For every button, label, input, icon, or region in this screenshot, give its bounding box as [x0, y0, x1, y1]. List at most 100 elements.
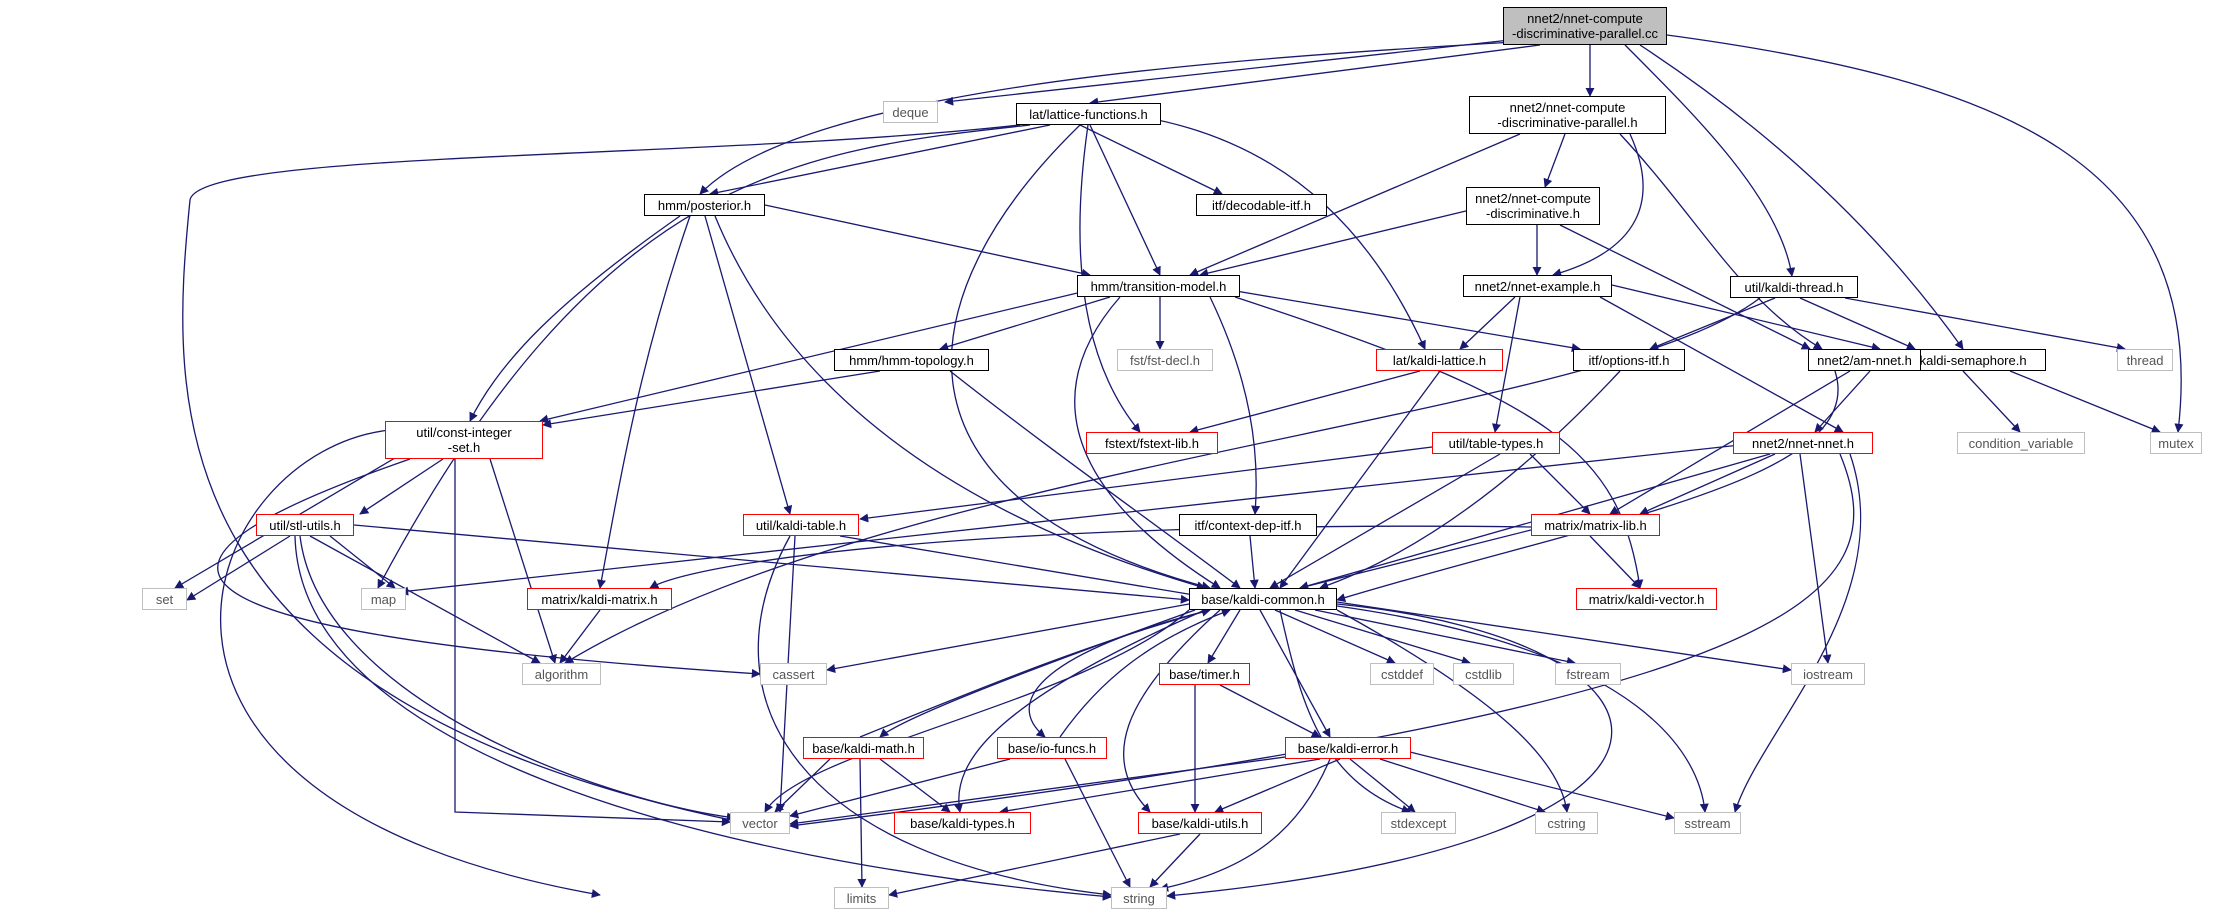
dependency-edge	[857, 758, 867, 888]
node-sstream: sstream	[1674, 812, 1741, 834]
node-iostream: iostream	[1791, 663, 1865, 685]
node-kaldi-semaphore[interactable]: util/kaldi-semaphore.h	[1880, 349, 2046, 371]
dependency-edge	[1409, 751, 1675, 821]
dependency-edge	[1611, 284, 1881, 352]
node-kaldi-types[interactable]: base/kaldi-types.h	[894, 812, 1031, 834]
dependency-edge	[789, 758, 1011, 819]
dependency-edge	[1844, 297, 2126, 353]
node-fst-decl: fst/fst-decl.h	[1117, 349, 1213, 371]
dependency-edge	[1799, 297, 1916, 350]
dependency-edge	[714, 215, 1206, 591]
dependency-edge	[1639, 44, 1964, 350]
node-options-itf[interactable]: itf/options-itf.h	[1573, 349, 1685, 371]
dependency-edge	[999, 758, 1321, 816]
dependency-edge	[709, 124, 1051, 197]
dependency-edge	[1189, 133, 1521, 276]
node-decodable-itf[interactable]: itf/decodable-itf.h	[1196, 194, 1327, 216]
node-kaldi-math[interactable]: base/kaldi-math.h	[803, 737, 924, 759]
dependency-edge	[1299, 529, 1532, 591]
node-fstext-lib[interactable]: fstext/fstext-lib.h	[1086, 432, 1218, 454]
node-io-funcs[interactable]: base/io-funcs.h	[997, 737, 1107, 759]
dependency-edge	[1074, 296, 1221, 589]
dependency-edge	[757, 535, 1112, 899]
dependency-edge	[359, 458, 444, 515]
dependency-edge	[1199, 209, 1471, 278]
dependency-edge	[764, 204, 1091, 278]
node-algorithm: algorithm	[522, 663, 601, 685]
node-kaldi-matrix[interactable]: matrix/kaldi-matrix.h	[527, 588, 672, 610]
dependency-edge	[1349, 758, 1416, 813]
node-nnet-compute-discriminative-parallel-h[interactable]: nnet2/nnet-compute -discriminative-paral…	[1469, 96, 1666, 134]
dependency-edge	[704, 215, 793, 515]
dependency-edge	[1269, 453, 1501, 589]
dependency-edge	[764, 609, 1190, 813]
dependency-edge	[1639, 453, 1776, 515]
node-timer[interactable]: base/timer.h	[1159, 663, 1250, 685]
dependency-edge	[1089, 124, 1161, 276]
dependency-edge	[542, 370, 881, 429]
dependency-edge	[1149, 833, 1201, 888]
dependency-edge	[944, 39, 1511, 106]
node-stl-utils[interactable]: util/stl-utils.h	[256, 514, 354, 536]
node-cstdlib: cstdlib	[1453, 663, 1514, 685]
dependency-edge	[1064, 758, 1131, 888]
node-posterior[interactable]: hmm/posterior.h	[644, 194, 765, 216]
dependency-edge	[1189, 370, 1421, 435]
dependency-edge	[1229, 289, 1581, 353]
dependency-edge	[1666, 34, 2184, 433]
dependency-edge	[859, 445, 1441, 523]
dependency-edge	[1552, 133, 1644, 278]
node-kaldi-lattice[interactable]: lat/kaldi-lattice.h	[1376, 349, 1503, 371]
dependency-edge	[1336, 370, 1839, 602]
dependency-edge	[1492, 296, 1521, 433]
dependency-edge	[774, 758, 831, 813]
node-am-nnet[interactable]: nnet2/am-nnet.h	[1808, 349, 1921, 371]
dependency-edge	[1529, 453, 1591, 515]
node-kaldi-thread[interactable]: util/kaldi-thread.h	[1730, 276, 1858, 298]
dependency-edge	[1733, 453, 1862, 813]
node-kaldi-table[interactable]: util/kaldi-table.h	[743, 514, 859, 536]
node-vector: vector	[730, 812, 790, 834]
dependency-edge	[1314, 609, 1576, 666]
dependency-edge	[1962, 370, 2021, 433]
node-nnet-compute-discriminative-h[interactable]: nnet2/nnet-compute -discriminative.h	[1466, 187, 1600, 225]
dependency-edge	[789, 754, 1301, 828]
node-kaldi-common[interactable]: base/kaldi-common.h	[1189, 588, 1337, 610]
node-table-types[interactable]: util/table-types.h	[1432, 432, 1560, 454]
node-cassert: cassert	[760, 663, 827, 685]
dependency-edge	[953, 609, 1206, 813]
dependency-edge	[859, 607, 1211, 738]
dependency-edge	[539, 289, 1091, 424]
node-fstream: fstream	[1555, 663, 1621, 685]
dependency-edge	[1159, 758, 1331, 892]
dependency-edge	[1336, 605, 1709, 813]
node-nnet-example[interactable]: nnet2/nnet-example.h	[1463, 275, 1612, 297]
node-transition-model[interactable]: hmm/transition-model.h	[1077, 275, 1240, 297]
node-context-dep-itf[interactable]: itf/context-dep-itf.h	[1179, 514, 1317, 536]
node-kaldi-vector[interactable]: matrix/kaldi-vector.h	[1576, 588, 1717, 610]
dependency-edge	[329, 535, 396, 589]
node-limits: limits	[834, 887, 889, 909]
dependency-edge	[182, 124, 1021, 825]
dependency-edge	[1624, 44, 1796, 277]
node-kaldi-utils[interactable]: base/kaldi-utils.h	[1138, 812, 1262, 834]
node-matrix-lib[interactable]: matrix/matrix-lib.h	[1531, 514, 1660, 536]
node-map: map	[361, 588, 406, 610]
dependency-edge	[1089, 44, 1541, 107]
node-hmm-topology[interactable]: hmm/hmm-topology.h	[834, 349, 989, 371]
node-const-integer-set[interactable]: util/const-integer -set.h	[385, 421, 543, 459]
dependency-edge	[1799, 453, 1832, 664]
node-stdexcept: stdexcept	[1381, 812, 1456, 834]
node-deque: deque	[883, 101, 938, 123]
dependency-edge	[217, 458, 761, 678]
node-nnet-nnet[interactable]: nnet2/nnet-nnet.h	[1733, 432, 1873, 454]
node-set: set	[142, 588, 187, 610]
dependency-edge	[879, 758, 951, 813]
dependency-edge	[489, 458, 557, 664]
node-lattice-functions[interactable]: lat/lattice-functions.h	[1016, 103, 1161, 125]
node-kaldi-error[interactable]: base/kaldi-error.h	[1285, 737, 1411, 759]
dependency-edge	[1599, 296, 1844, 433]
dependency-edge	[2009, 370, 2161, 434]
dependency-edge	[826, 603, 1190, 674]
